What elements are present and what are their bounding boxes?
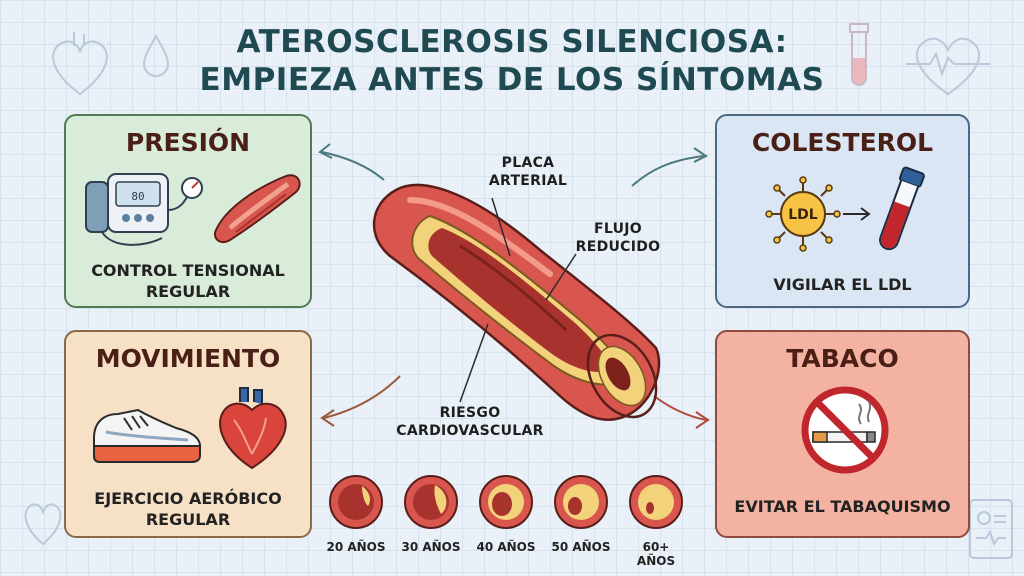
page-title-line2: EMPIEZA ANTES DE LOS SÍNTOMAS xyxy=(199,62,825,98)
heart-outline-icon xyxy=(24,503,62,546)
vessel-icon xyxy=(214,174,301,244)
cross-section-40 xyxy=(479,475,533,529)
blood-tube-icon xyxy=(879,166,925,251)
panel-movimiento-caption-line2: REGULAR xyxy=(145,510,231,529)
cross-section-60 xyxy=(629,475,683,529)
pointer-flujo xyxy=(545,253,577,301)
age-label-2: 40 AÑOS xyxy=(476,540,536,554)
panel-tabaco: TABACO EVITAR EL TABAQUISMO xyxy=(715,330,970,538)
label-riesgo-line1: RIESGO xyxy=(439,405,501,421)
age-label-3: 50 AÑOS xyxy=(551,540,611,554)
artery-illustration xyxy=(373,183,661,421)
cross-section-50 xyxy=(554,475,608,529)
label-riesgo-line2: CARDIOVASCULAR xyxy=(396,423,544,439)
age-label-0: 20 AÑOS xyxy=(326,540,386,554)
panel-tabaco-heading: TABACO xyxy=(786,344,899,373)
test-tube-icon xyxy=(849,23,869,86)
drop-icon xyxy=(142,33,170,77)
label-placa-line2: ARTERIAL xyxy=(488,173,568,189)
age-label-1: 30 AÑOS xyxy=(401,540,461,554)
panel-colesterol-heading: COLESTEROL xyxy=(751,128,934,157)
report-icon xyxy=(969,499,1013,559)
arrow-head-tabaco xyxy=(695,411,710,429)
arrow-head-presion xyxy=(318,143,333,159)
monitor-readout: 80 xyxy=(131,190,144,203)
ldl-badge-text: LDL xyxy=(788,207,818,223)
heart-outline-icon xyxy=(52,32,108,96)
arrow-to-colesterol xyxy=(631,155,705,187)
panel-tabaco-caption: EVITAR EL TABAQUISMO xyxy=(734,497,951,516)
arrow-head-colesterol xyxy=(693,147,708,163)
pointer-riesgo xyxy=(459,323,489,403)
cross-section-30 xyxy=(404,475,458,529)
cross-section-20 xyxy=(329,475,383,529)
no-smoking-icon xyxy=(801,386,889,474)
label-flujo-line1: FLUJO xyxy=(594,221,642,237)
arrow-to-presion xyxy=(321,151,385,181)
panel-movimiento-caption-line1: EJERCICIO AERÓBICO xyxy=(94,489,282,508)
panel-presion-caption-line1: CONTROL TENSIONAL xyxy=(91,261,285,280)
arrow-to-movimiento xyxy=(323,375,401,419)
ldl-particle-icon: LDL xyxy=(765,176,841,252)
heart-icon xyxy=(219,387,287,470)
arrow-head-movimiento xyxy=(320,409,335,427)
blood-pressure-monitor-icon: 80 xyxy=(85,173,203,246)
panel-colesterol-caption: VIGILAR EL LDL xyxy=(773,275,912,294)
panel-colesterol: COLESTEROL LDL VIGILAR EL LDL xyxy=(715,114,970,308)
panel-presion-caption-line2: REGULAR xyxy=(145,282,231,301)
panel-presion-heading: PRESIÓN xyxy=(125,128,251,157)
age-progression-icons xyxy=(329,475,683,529)
panel-movimiento: MOVIMIENTO EJERCICIO AERÓBICO REGULAR xyxy=(64,330,312,538)
label-placa-line1: PLACA xyxy=(501,155,555,171)
arrow-to-tabaco xyxy=(653,395,707,421)
panel-movimiento-heading: MOVIMIENTO xyxy=(95,344,281,373)
age-label-4: 60+ AÑOS xyxy=(636,540,676,568)
heart-pulse-icon xyxy=(906,37,990,96)
sneaker-icon xyxy=(93,408,201,463)
arrow-right-icon xyxy=(843,207,871,221)
panel-presion: PRESIÓN 80 CONTROL TENSIONAL REGULAR xyxy=(64,114,312,308)
label-flujo-line2: REDUCIDO xyxy=(575,239,661,255)
page-title-line1: ATEROSCLEROSIS SILENCIOSA: xyxy=(236,24,788,60)
pointer-placa xyxy=(491,197,511,257)
